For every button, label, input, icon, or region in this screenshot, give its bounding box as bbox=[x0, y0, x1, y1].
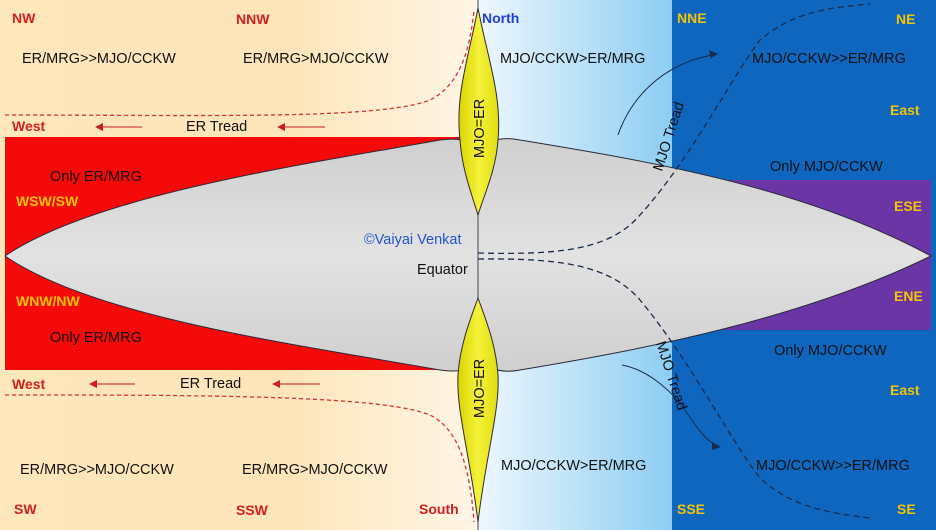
dir-ese: ESE bbox=[894, 198, 922, 214]
mjo-tread-arrowhead-upper bbox=[709, 50, 718, 58]
er-boundary-lower bbox=[4, 394, 475, 523]
dir-east-upper: East bbox=[890, 102, 920, 118]
mjo-er-lens-upper bbox=[458, 7, 500, 217]
mjo-boundary-lower bbox=[477, 258, 871, 519]
label-only-mjo-upper: Only MJO/CCKW bbox=[770, 159, 883, 175]
mjo-boundary-upper bbox=[477, 3, 871, 255]
label-north-regime: MJO/CCKW>ER/MRG bbox=[500, 51, 645, 67]
dir-nw: NW bbox=[12, 10, 36, 26]
label-nnw-regime: ER/MRG>MJO/CCKW bbox=[243, 51, 389, 67]
dir-nne: NNE bbox=[677, 10, 707, 26]
dir-nnw: NNW bbox=[236, 11, 270, 27]
dir-north: North bbox=[482, 10, 519, 26]
er-boundary-upper bbox=[4, 9, 475, 117]
dir-se: SE bbox=[897, 501, 916, 517]
mjo-tread-arrowhead-lower bbox=[712, 442, 721, 450]
mjo-tread-arrow-upper bbox=[617, 54, 713, 136]
label-equator: Equator bbox=[417, 262, 468, 278]
er-tread-arrowhead-lower-left bbox=[89, 380, 97, 388]
label-only-er-lower: Only ER/MRG bbox=[50, 330, 142, 346]
dir-west-lower: West bbox=[12, 376, 46, 392]
dir-sw: SW bbox=[14, 501, 37, 517]
label-nw-regime: ER/MRG>>MJO/CCKW bbox=[22, 51, 176, 67]
dir-west-upper: West bbox=[12, 118, 46, 134]
label-sw-regime: ER/MRG>>MJO/CCKW bbox=[20, 462, 174, 478]
label-mjo-er-lower: MJO=ER bbox=[472, 359, 488, 418]
dir-south: South bbox=[419, 501, 459, 517]
label-only-er-upper: Only ER/MRG bbox=[50, 169, 142, 185]
mjo-er-lens-lower bbox=[457, 296, 499, 523]
label-er-tread-lower: ER Tread bbox=[180, 376, 241, 392]
dir-sse: SSE bbox=[677, 501, 705, 517]
dir-east-lower: East bbox=[890, 382, 920, 398]
label-er-tread-upper: ER Tread bbox=[186, 119, 247, 135]
dir-ene: ENE bbox=[894, 288, 923, 304]
label-mjo-er-upper: MJO=ER bbox=[472, 99, 488, 158]
er-tread-arrowhead-upper-right bbox=[277, 123, 285, 131]
er-tread-arrowhead-upper-left bbox=[95, 123, 103, 131]
label-ssw-regime: ER/MRG>MJO/CCKW bbox=[242, 462, 388, 478]
label-se-regime: MJO/CCKW>>ER/MRG bbox=[756, 458, 910, 474]
dir-wnw-nw: WNW/NW bbox=[16, 293, 81, 309]
dir-ne: NE bbox=[896, 11, 915, 27]
dir-ssw: SSW bbox=[236, 502, 269, 518]
mjo-tread-arrow-lower bbox=[621, 364, 717, 446]
label-credit: ©Vaiyai Venkat bbox=[364, 232, 461, 248]
er-tread-arrowhead-lower-right bbox=[272, 380, 280, 388]
dir-wsw-sw: WSW/SW bbox=[16, 193, 79, 209]
label-ne-regime: MJO/CCKW>>ER/MRG bbox=[752, 51, 906, 67]
label-south-regime: MJO/CCKW>ER/MRG bbox=[501, 458, 646, 474]
label-only-mjo-lower: Only MJO/CCKW bbox=[774, 343, 887, 359]
